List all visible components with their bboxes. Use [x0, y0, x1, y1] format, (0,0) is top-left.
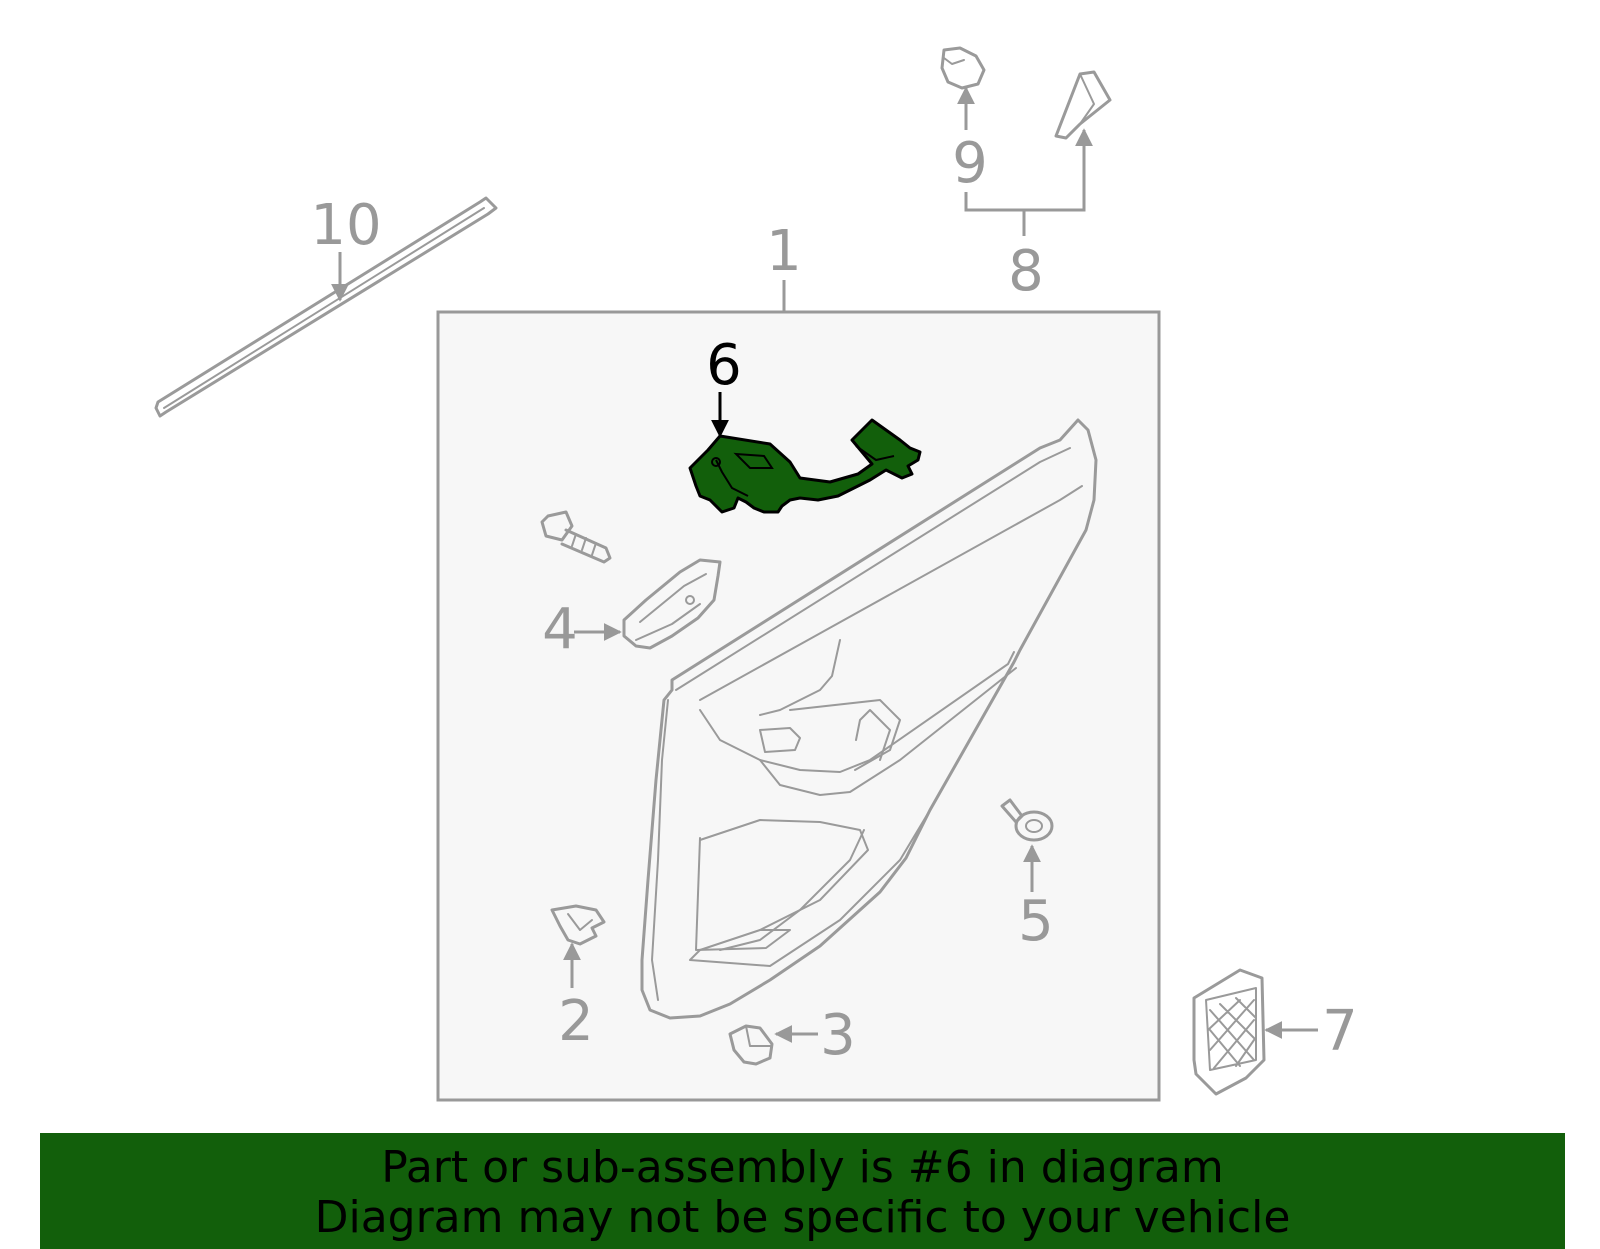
screw [540, 510, 612, 564]
part-5-push-pin [1000, 798, 1054, 842]
callout-4: 4 [542, 597, 578, 662]
callout-9: 9 [952, 131, 988, 196]
banner-line-1: Part or sub-assembly is #6 in diagram [381, 1142, 1224, 1193]
part-7-speaker-grille [1192, 968, 1266, 1096]
callout-10: 10 [310, 193, 381, 258]
part-10-weatherstrip [154, 196, 498, 418]
info-banner: Part or sub-assembly is #6 in diagram Di… [40, 1133, 1565, 1249]
part-2-clip [550, 904, 606, 946]
callout-6: 6 [706, 333, 742, 398]
part-9-clip [940, 46, 986, 90]
assembly-box [436, 310, 1161, 1102]
door-trim-panel [640, 418, 1098, 1020]
callout-5: 5 [1018, 889, 1054, 954]
callout-7: 7 [1322, 999, 1358, 1064]
part-8-wedge [1054, 70, 1112, 140]
part-3-plug [728, 1024, 774, 1066]
callout-1: 1 [766, 219, 802, 284]
part-4-handle-housing [622, 558, 722, 650]
callout-8: 8 [1008, 239, 1044, 304]
callout-3: 3 [820, 1003, 856, 1068]
banner-line-2: Diagram may not be specific to your vehi… [314, 1192, 1291, 1243]
callout-2: 2 [558, 989, 594, 1054]
part-6-highlighted [688, 418, 922, 514]
